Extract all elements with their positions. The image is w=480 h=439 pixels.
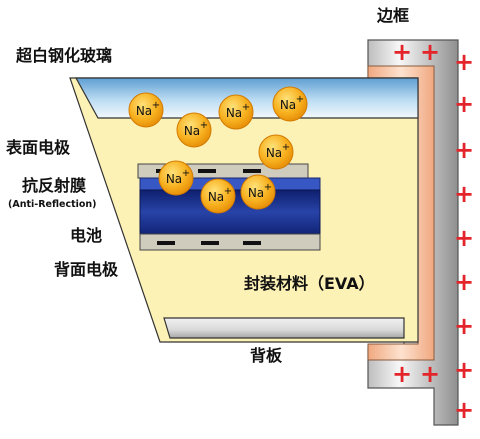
label-backsheet: 背板 <box>250 346 283 365</box>
plus-sign: + <box>454 48 474 76</box>
plus-sign: + <box>454 356 474 384</box>
sodium-ion: Na+ <box>272 86 308 122</box>
plus-sign: + <box>454 312 474 340</box>
ion-charge: + <box>242 102 250 113</box>
plus-sign: + <box>392 38 412 66</box>
label-frame: 边框 <box>377 6 410 25</box>
label-front-electrode: 表面电极 <box>6 138 71 157</box>
plus-sign: + <box>420 360 440 388</box>
ion-label: Na <box>226 106 242 120</box>
ion-charge: + <box>200 120 208 131</box>
sodium-ion: Na+ <box>200 178 236 214</box>
ion-label: Na <box>208 190 224 204</box>
label-anti-reflection: 抗反射膜 <box>22 176 87 195</box>
label-glass: 超白钢化玻璃 <box>16 46 113 65</box>
ion-label: Na <box>248 186 264 200</box>
ion-label: Na <box>184 124 200 138</box>
ion-charge: + <box>296 94 304 105</box>
sodium-ions: Na+Na+Na+Na+Na+Na+Na+Na+ <box>128 86 308 214</box>
backsheet-layer <box>163 317 405 339</box>
plus-sign: + <box>454 268 474 296</box>
ion-charge: + <box>282 142 290 153</box>
plus-sign: + <box>454 180 474 208</box>
positive-charges: + + + + + + + + + + + + + <box>392 38 474 424</box>
sodium-ion: Na+ <box>128 92 164 128</box>
plus-sign: + <box>454 396 474 424</box>
minus-sign <box>243 241 261 245</box>
sodium-ion: Na+ <box>258 134 294 170</box>
minus-sign <box>157 241 175 245</box>
ion-charge: + <box>224 186 232 197</box>
ion-charge: + <box>182 168 190 179</box>
plus-sign: + <box>454 136 474 164</box>
plus-sign: + <box>420 38 440 66</box>
minus-sign <box>198 169 216 173</box>
ion-charge: + <box>152 100 160 111</box>
label-eva: 封装材料（EVA） <box>244 274 375 293</box>
label-anti-reflection-en: (Anti-Reflection) <box>8 199 97 210</box>
label-back-electrode: 背面电极 <box>54 260 119 279</box>
sodium-ion: Na+ <box>218 94 254 130</box>
minus-sign <box>243 169 261 173</box>
ion-charge: + <box>264 182 272 193</box>
sodium-ion: Na+ <box>176 112 212 148</box>
ion-label: Na <box>280 98 296 112</box>
ion-label: Na <box>266 146 282 160</box>
sodium-ion: Na+ <box>158 160 194 196</box>
ion-label: Na <box>136 104 152 118</box>
plus-sign: + <box>454 224 474 252</box>
sodium-ion: Na+ <box>240 174 276 210</box>
back-electrode-layer <box>139 233 321 251</box>
minus-sign <box>201 241 219 245</box>
plus-sign: + <box>392 360 412 388</box>
plus-sign: + <box>454 90 474 118</box>
ion-label: Na <box>166 172 182 186</box>
label-cell: 电池 <box>70 226 103 245</box>
